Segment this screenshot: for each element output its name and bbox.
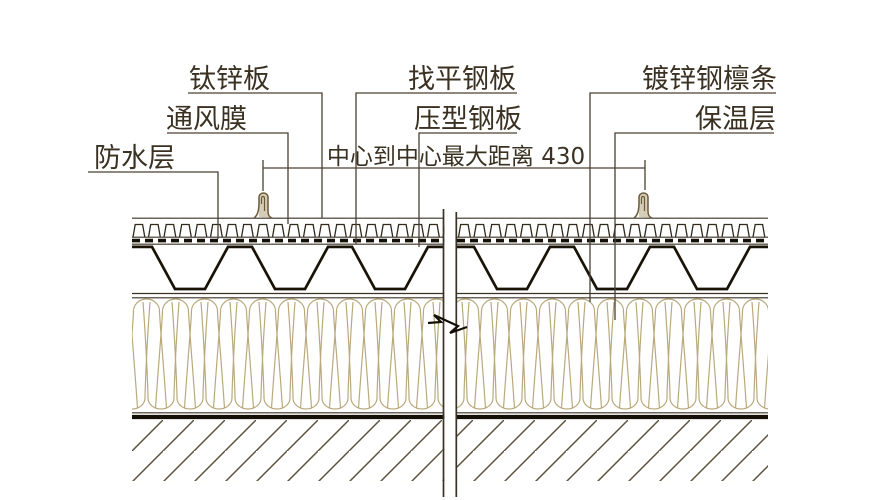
- leader-waterproof: [88, 171, 219, 239]
- standing-seam-clip: [253, 192, 273, 219]
- leader-titanium-zinc: [188, 92, 323, 218]
- label-waterproof-layer: 防水层: [94, 143, 175, 174]
- break-gap: [444, 205, 456, 497]
- leader-leveling-plate: [355, 92, 517, 244]
- label-titanium-zinc-panel: 钛锌板: [189, 64, 270, 95]
- label-galvanized-steel-purlin: 镀锌钢檩条: [642, 64, 777, 95]
- leader-profiled-plate: [418, 132, 517, 247]
- label-dimension-note: 中心到中心最大距离 430: [327, 144, 585, 170]
- dimension-line: [262, 160, 646, 191]
- label-leveling-steel-plate: 找平钢板: [408, 64, 516, 95]
- break-symbol-icon: [427, 314, 468, 335]
- section-break: [427, 205, 468, 497]
- label-profiled-steel-plate: 压型钢板: [414, 104, 522, 135]
- label-insulation-layer: 保温层: [695, 104, 776, 135]
- leader-purlin: [589, 92, 776, 302]
- standing-seam-clip: [633, 192, 653, 219]
- label-ventilation-membrane: 通风膜: [166, 104, 247, 135]
- leader-lines: [88, 92, 776, 320]
- layer-profiled-deck: [132, 245, 768, 295]
- leader-vent-membrane: [167, 132, 289, 224]
- leader-insulation: [614, 132, 774, 320]
